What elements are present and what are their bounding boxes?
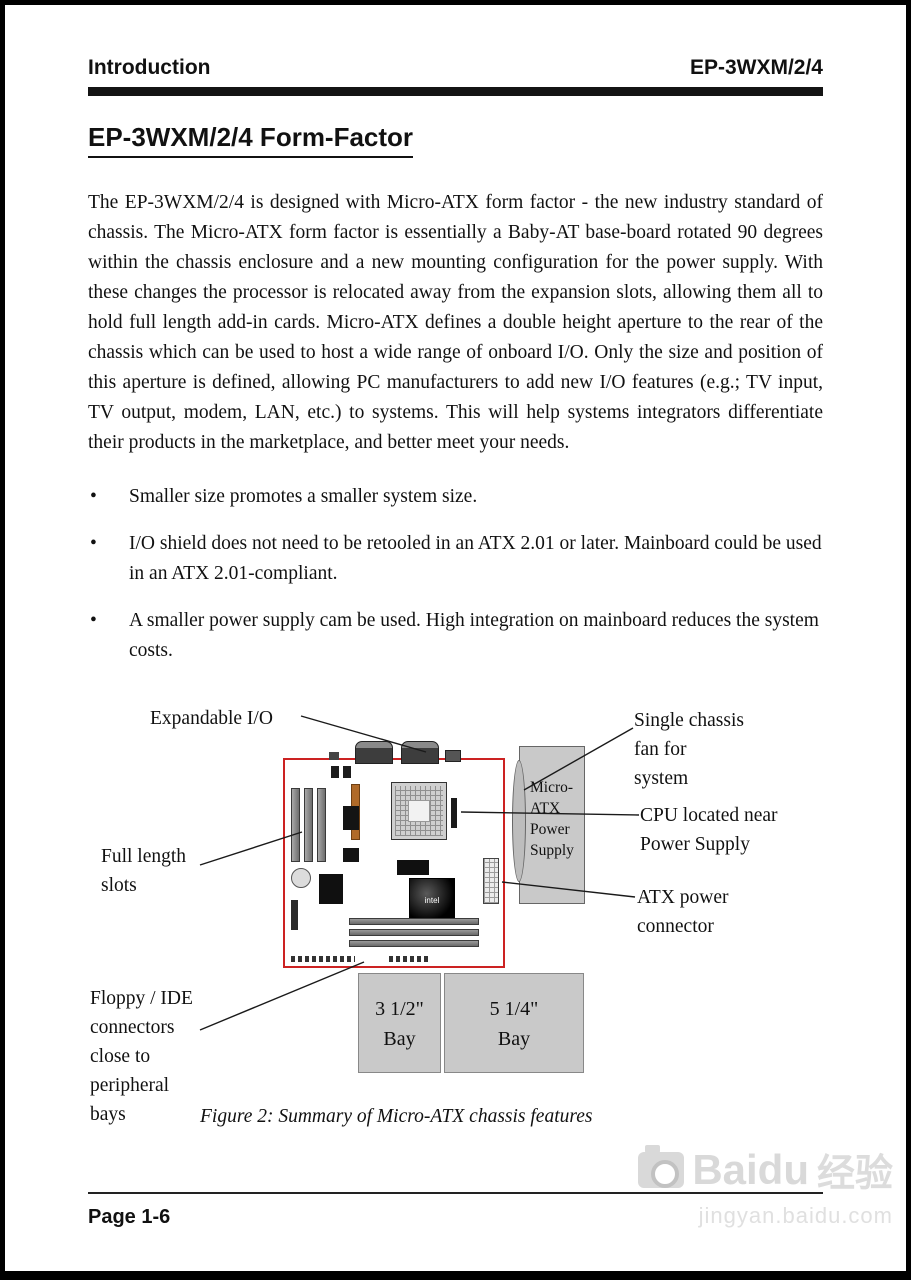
chipset-chip: intel bbox=[409, 878, 455, 922]
page-header: Introduction EP-3WXM/2/4 bbox=[88, 56, 823, 80]
baidu-watermark: Baidu 经验 jingyan.baidu.com bbox=[638, 1142, 893, 1229]
solder-strip bbox=[389, 956, 429, 962]
watermark-brand: Baidu bbox=[692, 1145, 809, 1193]
callout-single-chassis-fan: Single chassis fan for system bbox=[634, 710, 744, 789]
bullet-item: Smaller size promotes a smaller system s… bbox=[88, 482, 823, 512]
feature-bullet-list: Smaller size promotes a smaller system s… bbox=[88, 482, 823, 666]
expansion-slot bbox=[304, 788, 313, 862]
watermark-brand-cn: 经验 bbox=[816, 1151, 893, 1195]
bay-3-5-inch: 3 1/2" Bay bbox=[358, 973, 441, 1073]
camera-icon bbox=[638, 1144, 685, 1188]
bios-chip bbox=[397, 860, 429, 875]
rear-io-connector-small bbox=[445, 750, 461, 762]
small-chip bbox=[343, 848, 359, 862]
callout-floppy-ide: Floppy / IDE connectors close to periphe… bbox=[90, 988, 193, 1125]
rear-io-connector bbox=[401, 741, 439, 764]
bullet-item: A smaller power supply cam be used. High… bbox=[88, 606, 823, 666]
page-footer: Page 1-6 bbox=[88, 1192, 823, 1229]
header-model-number: EP-3WXM/2/4 bbox=[689, 56, 823, 79]
callout-atx-power-connector: ATX power connector bbox=[637, 887, 729, 937]
page-title: EP-3WXM/2/4 Form-Factor bbox=[88, 122, 823, 158]
motherboard-outline: intel bbox=[283, 741, 505, 968]
atx-power-connector-block bbox=[483, 858, 499, 904]
expansion-slot bbox=[317, 788, 326, 862]
cpu-socket bbox=[391, 782, 447, 840]
page-number: Page 1-6 bbox=[88, 1206, 171, 1228]
header-pins bbox=[291, 900, 298, 930]
bullet-item: I/O shield does not need to be retooled … bbox=[88, 529, 823, 589]
intro-paragraph: The EP-3WXM/2/4 is designed with Micro-A… bbox=[88, 192, 823, 453]
callout-cpu-near-psu: CPU located near Power Supply bbox=[640, 805, 778, 855]
small-chip bbox=[343, 766, 351, 778]
power-supply-box: Micro- ATX Power Supply bbox=[519, 746, 585, 904]
ide-connector bbox=[349, 918, 479, 925]
small-chip bbox=[331, 766, 339, 778]
chassis-figure: Expandable I/O Single chassis fan for sy… bbox=[88, 698, 823, 1150]
bay-5-25-inch: 5 1/4" Bay bbox=[444, 973, 584, 1073]
cpu-side-connector bbox=[451, 798, 457, 828]
header-rule bbox=[88, 87, 823, 96]
rear-io-connector-small bbox=[329, 752, 339, 760]
chassis-fan-oval bbox=[512, 760, 526, 882]
callout-full-length-slots: Full length slots bbox=[101, 846, 187, 896]
small-chip bbox=[319, 874, 343, 904]
small-chip bbox=[343, 806, 359, 830]
floppy-connector bbox=[349, 940, 479, 947]
header-section-title: Introduction bbox=[88, 56, 211, 79]
ide-connector bbox=[349, 929, 479, 936]
cmos-battery bbox=[291, 868, 311, 888]
expansion-slot bbox=[291, 788, 300, 862]
watermark-url: jingyan.baidu.com bbox=[698, 1203, 893, 1228]
rear-io-connector bbox=[355, 741, 393, 764]
figure-caption: Figure 2: Summary of Micro-ATX chassis f… bbox=[200, 1106, 593, 1127]
callout-expandable-io: Expandable I/O bbox=[150, 708, 273, 729]
solder-strip bbox=[291, 956, 355, 962]
